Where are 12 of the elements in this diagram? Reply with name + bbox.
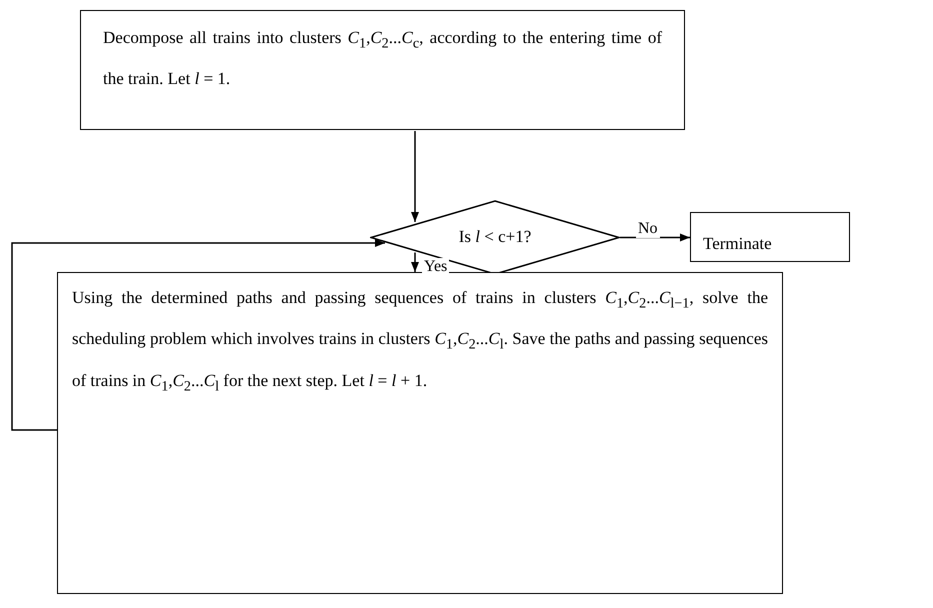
box-text: Terminate — [703, 233, 773, 255]
arrow — [11, 239, 385, 431]
terminal-box — [690, 212, 850, 262]
decision-text: Is l < c+1? — [458, 227, 532, 248]
edge-label: Yes — [422, 258, 450, 276]
box-text: Using the determined paths and passing sequences of trains in clusters C$_{1}$,C$_{2}$...C$_{l−1}$, solve the scheduling problem which involves trains in clusters C$_{1}$,C$_{2}$...C$_{l}$. Save the paths and passing sequences of trains in C$_{1}$,C$_{2}$...C$_{l}$ for the next step. Let l = l + 1. — [72, 287, 768, 396]
edge-label: No — [636, 220, 660, 238]
arrow — [411, 252, 419, 272]
box-text: Decompose all trains into clusters C$_{1}$,C$_{2}$...C$_{c}$, according to the entering time of the train. Let l = 1. — [103, 27, 662, 90]
arrow — [620, 234, 690, 242]
process-box — [80, 10, 685, 130]
arrow — [411, 131, 419, 222]
